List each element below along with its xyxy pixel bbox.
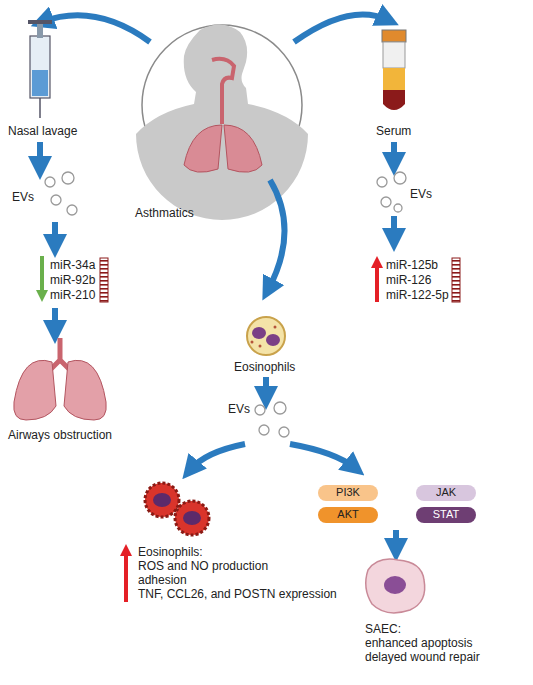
art-circle	[247, 317, 285, 355]
label: delayed wound repair	[365, 650, 480, 664]
saec-cell	[366, 559, 425, 613]
art-circle	[274, 402, 286, 414]
art-line	[37, 142, 43, 168]
art-circle	[255, 405, 265, 415]
art-path	[294, 14, 388, 42]
label: EVs	[410, 187, 432, 201]
art-ellipse	[384, 576, 406, 594]
art-path	[14, 360, 56, 420]
label: miR-126	[386, 273, 431, 287]
art-line	[40, 256, 44, 296]
art-circle	[45, 177, 55, 187]
art-line	[39, 98, 41, 118]
label: ROS and NO production	[138, 559, 268, 573]
art-path	[42, 15, 150, 42]
art-rect	[37, 22, 43, 38]
label: miR-125b	[386, 258, 438, 272]
art-circle	[377, 177, 387, 187]
pill-label: PI3K	[336, 486, 360, 498]
art-ellipse	[252, 327, 266, 339]
art-rect	[32, 70, 48, 96]
activated-eosinophils	[145, 483, 209, 535]
art-path	[268, 180, 285, 290]
art-path	[366, 559, 425, 613]
art-line	[124, 550, 128, 602]
art-line	[391, 216, 397, 240]
art-circle	[67, 205, 77, 215]
label: adhesion	[138, 573, 187, 587]
art-path	[290, 444, 355, 468]
art-rect	[452, 258, 460, 302]
flow-arrow	[40, 14, 396, 550]
label: Eosinophils	[234, 360, 295, 374]
label: Airways obstruction	[8, 428, 112, 442]
label: Asthmatics	[135, 206, 194, 220]
art-circle	[394, 204, 402, 212]
art-circle	[145, 483, 179, 517]
art-rect	[383, 68, 405, 90]
ev-vesicles	[45, 172, 406, 437]
syringe	[28, 20, 52, 118]
eosinophil-cell	[247, 317, 285, 355]
art-rect	[30, 36, 50, 98]
art-path	[64, 360, 106, 420]
art-circle	[381, 197, 391, 207]
art-line	[391, 142, 397, 164]
art-circle	[259, 345, 262, 348]
label: TNF, CCL26, and POSTN expression	[138, 587, 337, 601]
art-path	[184, 125, 262, 172]
art-rect	[100, 258, 108, 302]
art-line	[52, 308, 58, 332]
art-circle	[259, 425, 269, 435]
lungs	[14, 338, 107, 420]
mirna-ladder	[100, 258, 460, 302]
label: miR-122-5p	[386, 288, 449, 302]
label: Eosinophils:	[138, 545, 203, 559]
label: miR-210	[50, 288, 95, 302]
art-circle	[251, 341, 254, 344]
art-rect	[28, 20, 52, 24]
art-line	[393, 530, 399, 550]
serum-tube	[382, 30, 406, 110]
art-path	[136, 24, 308, 220]
art-path	[383, 90, 405, 110]
art-path	[50, 338, 70, 370]
art-circle	[394, 172, 406, 184]
patient-figure	[136, 24, 308, 220]
label: Nasal lavage	[8, 124, 77, 138]
art-path	[190, 444, 245, 470]
art-ellipse	[266, 334, 280, 346]
pathway-pill: PI3K	[318, 485, 378, 501]
label: EVs	[12, 190, 34, 204]
art-line	[263, 377, 269, 398]
art-circle	[175, 501, 209, 535]
pathway-pill: AKT	[318, 507, 378, 523]
pathway-pill: JAK	[416, 485, 476, 501]
pathway-pill: STAT	[416, 507, 476, 523]
pill-label: JAK	[436, 486, 456, 498]
label: SAEC:	[365, 622, 401, 636]
art-circle	[274, 326, 277, 329]
pill-label: STAT	[433, 508, 459, 520]
art-rect	[383, 42, 405, 68]
art-line	[375, 262, 379, 302]
art-circle	[51, 195, 61, 205]
pill-label: AKT	[337, 508, 358, 520]
art-path	[212, 59, 234, 124]
art-circle	[62, 172, 74, 184]
label: EVs	[228, 402, 250, 416]
art-circle	[279, 427, 289, 437]
art-ellipse	[183, 511, 201, 525]
label: miR-92b	[50, 273, 95, 287]
label: enhanced apoptosis	[365, 636, 472, 650]
art-ellipse	[153, 493, 171, 507]
label: miR-34a	[50, 258, 95, 272]
art-line	[52, 222, 58, 246]
label: Serum	[376, 124, 411, 138]
art-rect	[382, 30, 406, 42]
